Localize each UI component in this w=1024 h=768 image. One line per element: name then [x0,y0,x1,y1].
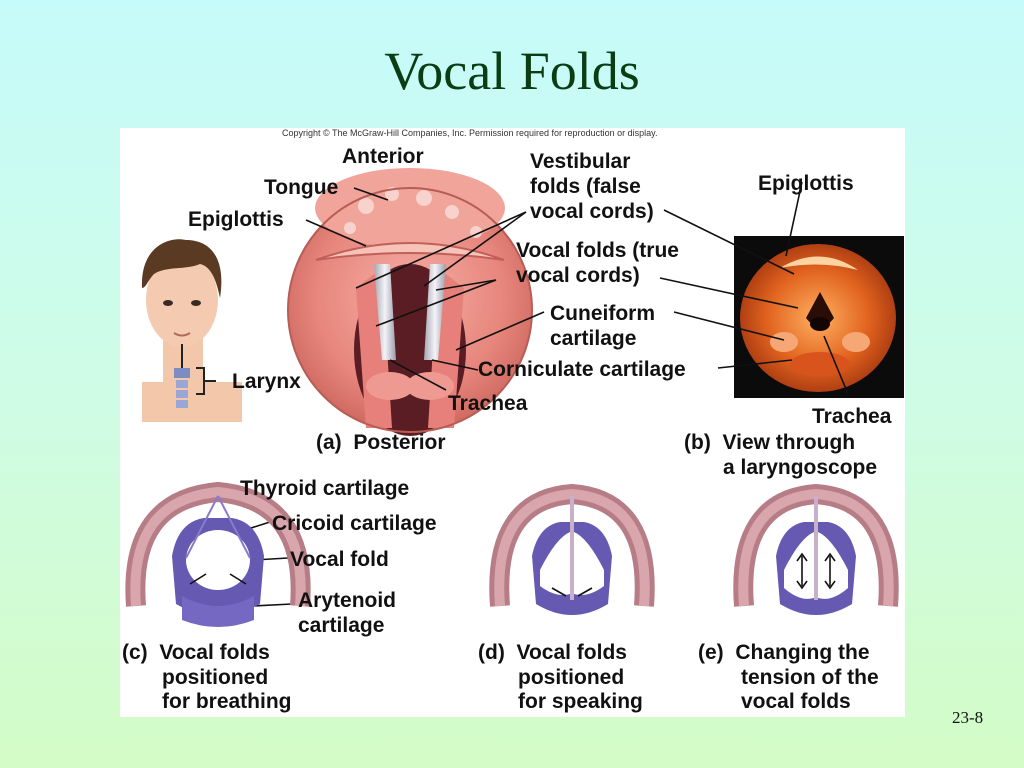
label-corniculate: Corniculate cartilage [478,358,686,381]
caption-b-line2: a laryngoscope [723,456,878,479]
slide-title: Vocal Folds [384,41,640,101]
label-arytenoid-line2: cartilage [298,614,385,637]
label-tongue: Tongue [264,176,339,199]
caption-d-letter: (d) [478,641,505,664]
label-anterior: Anterior [342,145,424,168]
caption-b-letter: (b) [684,431,711,454]
vocal-folds-figure: Copyright © The McGraw-Hill Companies, I… [120,128,905,717]
label-epiglottis-b: Epiglottis [758,172,854,195]
copyright-notice: Copyright © The McGraw-Hill Companies, I… [282,128,658,138]
label-trachea-b: Trachea [812,405,892,428]
caption-c: (c) Vocal folds [122,641,270,664]
caption-b-line1: View through [722,431,856,454]
label-epiglottis-a: Epiglottis [188,208,284,231]
caption-c-line3: for breathing [162,690,292,713]
caption-c-line1: Vocal folds [159,641,270,664]
label-cuneiform-line1: Cuneiform [550,302,655,325]
figure-artwork [125,168,904,627]
label-arytenoid-line1: Arytenoid [298,589,397,612]
person-illustration [141,239,242,422]
label-true-vocal-folds-line1: Vocal folds (true [516,239,679,262]
label-thyroid-cartilage: Thyroid cartilage [240,477,410,500]
label-vestibular-line3: vocal cords) [530,200,654,223]
posterior-view-illustration [287,168,533,436]
caption-e: (e) Changing the [698,641,870,664]
cartilage-diagram-c [125,481,311,627]
cartilage-diagram-e [733,483,899,615]
caption-c-line2: positioned [162,666,269,689]
label-vestibular-line1: Vestibular [530,150,631,173]
caption-d-line2: positioned [518,666,625,689]
caption-e-line1: Changing the [735,641,870,664]
caption-d-line1: Vocal folds [516,641,627,664]
caption-b: (b) View through [684,431,855,454]
label-true-vocal-folds-line2: vocal cords) [516,264,640,287]
caption-d-line3: for speaking [518,690,643,713]
caption-a-letter: (a) [316,431,342,454]
label-larynx: Larynx [232,370,301,393]
caption-d: (d) Vocal folds [478,641,627,664]
caption-a: (a) Posterior [316,431,446,454]
caption-c-letter: (c) [122,641,148,664]
label-vocal-fold: Vocal fold [290,548,389,571]
label-cricoid-cartilage: Cricoid cartilage [272,512,437,535]
label-trachea-a: Trachea [448,392,528,415]
slide-number: 23-8 [952,708,984,727]
laryngoscope-photo [734,236,904,398]
caption-e-line2: tension of the [741,666,879,689]
label-vestibular-line2: folds (false [530,175,641,198]
cartilage-diagram-d [489,483,655,615]
caption-e-line3: vocal folds [741,690,851,713]
caption-e-letter: (e) [698,641,724,664]
label-cuneiform-line2: cartilage [550,327,637,350]
caption-a-text: Posterior [353,431,446,454]
